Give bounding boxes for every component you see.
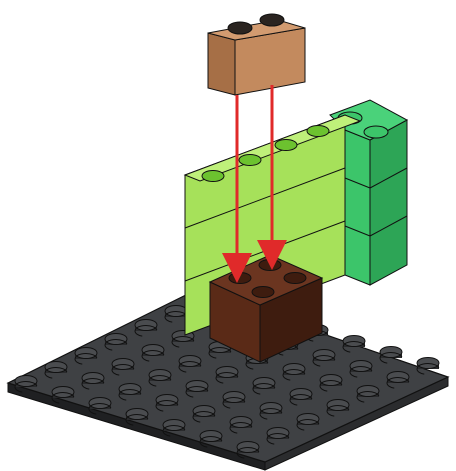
light-green-stud: [275, 140, 297, 151]
light-green-stud: [239, 155, 261, 166]
tan-brick-front: [208, 33, 235, 95]
dark-brown-stud: [229, 273, 251, 284]
dark-green-stud: [364, 126, 388, 138]
light-green-stud: [202, 171, 224, 182]
dark-brown-stud: [259, 260, 281, 271]
dark-brown-stud: [284, 273, 306, 284]
dark-green-side: [370, 120, 407, 285]
tan-brick-stud: [228, 22, 252, 34]
light-green-stud: [307, 126, 329, 137]
baseplate-stud: [89, 398, 111, 409]
tan-brick: [208, 14, 305, 95]
dark-brown-stud: [252, 287, 274, 298]
dark-green-front: [345, 130, 370, 285]
tan-brick-stud: [260, 14, 284, 26]
